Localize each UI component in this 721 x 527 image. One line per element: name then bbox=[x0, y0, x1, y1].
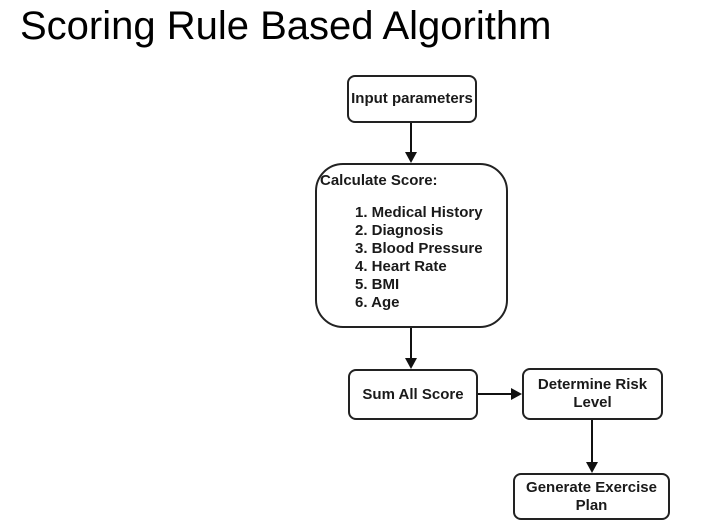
flow-node-determine-risk-level: Determine Risk Level bbox=[522, 368, 663, 420]
flow-node-calculate-score: Calculate Score: 1. Medical History 2. D… bbox=[315, 163, 508, 328]
list-item: 6. Age bbox=[355, 294, 400, 311]
list-item: 3. Blood Pressure bbox=[355, 240, 483, 257]
node-label: Input parameters bbox=[351, 90, 473, 107]
calculate-score-list: 1. Medical History 2. Diagnosis 3. Blood… bbox=[355, 204, 502, 312]
flow-node-input-parameters: Input parameters bbox=[347, 75, 477, 123]
arrow-input-to-calculate-line bbox=[410, 123, 412, 153]
arrow-right-icon bbox=[511, 388, 522, 400]
flow-node-generate-exercise-plan: Generate Exercise Plan bbox=[513, 473, 670, 520]
arrow-down-icon bbox=[586, 462, 598, 473]
list-item: 2. Diagnosis bbox=[355, 222, 444, 239]
node-label: Generate Exercise Plan bbox=[526, 478, 657, 514]
arrow-calculate-to-sum-line bbox=[410, 328, 412, 359]
page-title: Scoring Rule Based Algorithm bbox=[20, 4, 552, 48]
arrow-down-icon bbox=[405, 152, 417, 163]
arrow-down-icon bbox=[405, 358, 417, 369]
list-item: 1. Medical History bbox=[355, 204, 483, 221]
arrow-risk-to-plan-line bbox=[591, 420, 593, 463]
node-label: Sum All Score bbox=[362, 385, 464, 403]
list-item: 5. BMI bbox=[355, 276, 400, 293]
flow-node-sum-all-score: Sum All Score bbox=[348, 369, 478, 420]
list-item: 4. Heart Rate bbox=[355, 258, 447, 275]
arrow-sum-to-risk-line bbox=[478, 393, 512, 395]
node-label: Determine Risk Level bbox=[537, 376, 648, 411]
calculate-score-heading: Calculate Score: bbox=[320, 172, 438, 189]
